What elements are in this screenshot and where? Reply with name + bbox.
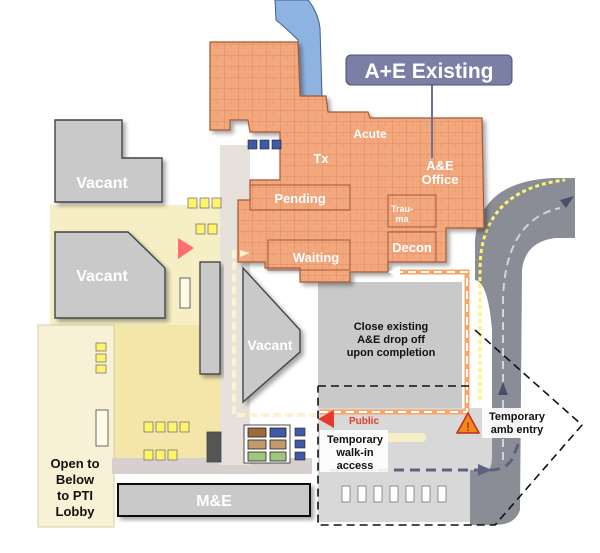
ae-building: [209, 41, 485, 283]
amb-note-1: Temporary: [489, 411, 546, 423]
room-decon: Decon: [392, 240, 432, 255]
room-tx: Tx: [313, 151, 329, 166]
walkin-note-3: access: [337, 460, 374, 472]
public-label: Public: [349, 416, 379, 427]
construction-boundary: [317, 329, 584, 526]
room-trauma-2: ma: [395, 214, 409, 224]
open-below-1: Open to: [50, 456, 99, 471]
waiting-room-outline: [267, 239, 351, 271]
decon-room-outline: [387, 231, 437, 263]
close-note-3: upon completion: [347, 347, 436, 359]
close-note-2: A&E drop off: [357, 334, 425, 346]
arrow-up-left: [498, 382, 508, 395]
yellow-markers: [95, 197, 222, 461]
room-ae-office-2: Office: [422, 172, 459, 187]
walkin-note-box: [320, 430, 388, 472]
walkin-note-2: walk-in: [335, 447, 374, 459]
walkin-note-1: Temporary: [327, 434, 384, 446]
vacant-block-top: [54, 119, 163, 203]
vacant-block-center: [242, 266, 301, 404]
room-pending: Pending: [274, 191, 325, 206]
vacant-top-label: Vacant: [76, 175, 128, 192]
dropoff-arrow: [388, 266, 400, 278]
ambulance-marker-glyph: !: [466, 420, 470, 434]
close-note-box: [340, 318, 442, 362]
stair-markers: [95, 277, 222, 463]
room-acute: Acute: [353, 127, 387, 141]
vacant-center-label: Vacant: [247, 337, 292, 353]
me-block: [117, 483, 311, 517]
road: [470, 178, 575, 525]
page-title: A+E Existing: [365, 60, 494, 83]
room-ae-office-1: A&E: [426, 158, 454, 173]
room-tiles: [243, 424, 291, 464]
entry-arrow-marker: [178, 238, 194, 259]
trauma-room-outline: [387, 194, 437, 228]
public-arrow: [318, 410, 334, 428]
open-below-3: to PTI: [57, 488, 93, 503]
me-label: M&E: [196, 493, 232, 510]
ae-room-lines: [249, 184, 351, 211]
blue-markers: [247, 139, 306, 461]
amb-note-box: [482, 408, 552, 438]
service-column: [199, 261, 221, 375]
vacant-block-mid: [54, 231, 166, 319]
amb-note-2: amb entry: [491, 424, 544, 436]
walkin-route: [232, 250, 320, 417]
close-note-1: Close existing: [354, 321, 429, 333]
vacant-mid-label: Vacant: [76, 268, 128, 285]
room-waiting: Waiting: [293, 250, 340, 265]
open-below-2: Below: [56, 472, 95, 487]
walkin-route-arrow: [240, 250, 250, 257]
road-centerline: [502, 207, 561, 460]
parking-bays: [341, 485, 447, 503]
road-yellow-edge: [478, 178, 566, 400]
open-below-4: Lobby: [56, 504, 96, 519]
arrow-right-top: [560, 196, 574, 208]
ambulance-marker: [455, 411, 481, 434]
route-arrow: [478, 464, 492, 476]
title-badge: [345, 54, 513, 86]
dropoff-route: [320, 269, 470, 415]
room-trauma-1: Trau-: [391, 204, 413, 214]
